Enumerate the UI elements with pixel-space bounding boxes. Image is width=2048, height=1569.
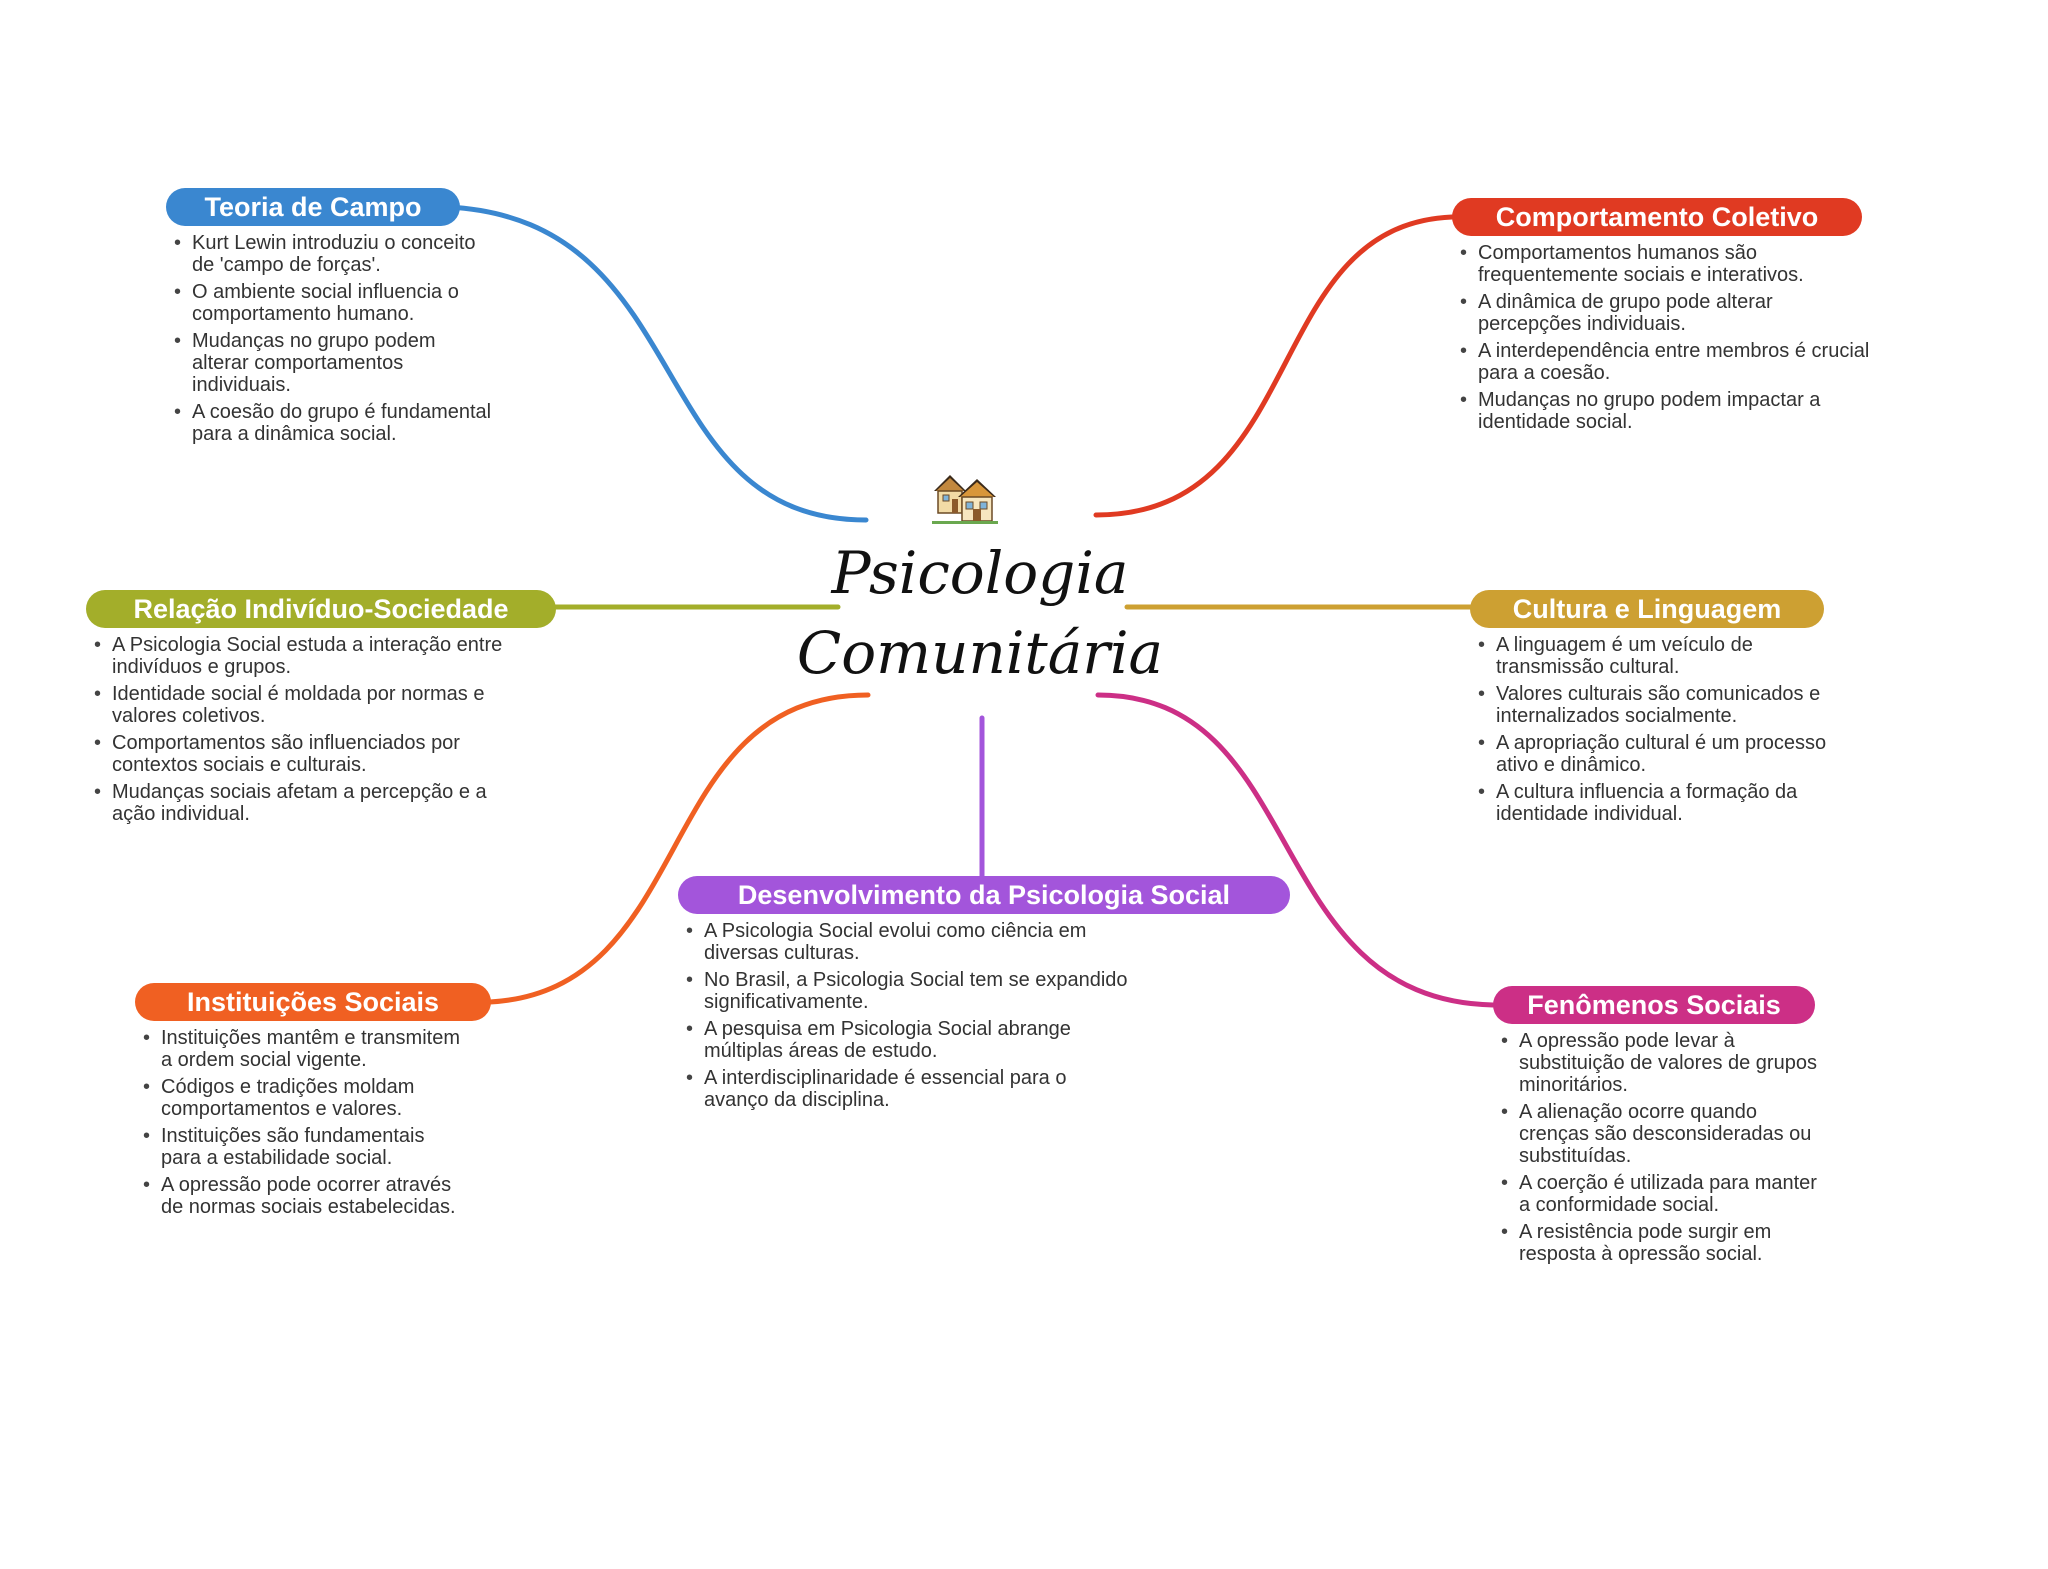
bullet-item: Comportamentos humanos são frequentement…: [1460, 242, 1872, 286]
bullet-item: Códigos e tradições moldam comportamento…: [143, 1076, 463, 1120]
topic-title: Cultura e Linguagem: [1512, 594, 1782, 624]
bullet-item: A pesquisa em Psicologia Social abrange …: [686, 1018, 1136, 1062]
topic-bullets: A opressão pode levar à substituição de …: [1493, 1030, 1821, 1265]
topic-teoria-de-campo: Teoria de Campo Kurt Lewin introduziu o …: [166, 188, 496, 450]
bullet-item: A resistência pode surgir em resposta à …: [1501, 1221, 1821, 1265]
topic-pill[interactable]: Relação Indivíduo-Sociedade: [86, 590, 556, 628]
topic-bullets: A Psicologia Social evolui como ciência …: [678, 920, 1136, 1111]
central-title: Psicologia Comunitária: [780, 533, 1180, 693]
connector-fenomenos-sociais: [1095, 692, 1496, 1008]
bullet-item: A coesão do grupo é fundamental para a d…: [174, 401, 496, 445]
topic-desenvolvimento-psicologia-social: Desenvolvimento da Psicologia Social A P…: [678, 876, 1298, 1116]
bullet-item: A dinâmica de grupo pode alterar percepç…: [1460, 291, 1872, 335]
topic-title: Relação Indivíduo-Sociedade: [133, 594, 509, 624]
topic-bullets: A linguagem é um veículo de transmissão …: [1470, 634, 1830, 825]
bullet-item: A interdisciplinaridade é essencial para…: [686, 1067, 1136, 1111]
houses-icon: [932, 475, 998, 524]
bullet-item: A opressão pode ocorrer através de norma…: [143, 1174, 463, 1218]
topic-instituicoes-sociais: Instituições Sociais Instituições mantêm…: [135, 983, 491, 1223]
bullet-item: Comportamentos são influenciados por con…: [94, 732, 526, 776]
bullet-item: No Brasil, a Psicologia Social tem se ex…: [686, 969, 1136, 1013]
connector-instituicoes-sociais: [487, 692, 871, 1005]
topic-pill[interactable]: Desenvolvimento da Psicologia Social: [678, 876, 1290, 914]
topic-cultura-e-linguagem: Cultura e Linguagem A linguagem é um veí…: [1470, 590, 1830, 830]
topic-bullets: Comportamentos humanos são frequentement…: [1452, 242, 1872, 433]
topic-title: Fenômenos Sociais: [1527, 990, 1781, 1020]
topic-title: Comportamento Coletivo: [1495, 202, 1819, 232]
bullet-item: A Psicologia Social evolui como ciência …: [686, 920, 1136, 964]
central-topic: Psicologia Comunitária: [780, 465, 1180, 695]
bullet-item: A Psicologia Social estuda a interação e…: [94, 634, 526, 678]
bullet-item: A interdependência entre membros é cruci…: [1460, 340, 1872, 384]
topic-title: Instituições Sociais: [186, 987, 440, 1017]
topic-fenomenos-sociais: Fenômenos Sociais A opressão pode levar …: [1493, 986, 1823, 1270]
topic-bullets: Instituições mantêm e transmitem a ordem…: [135, 1027, 463, 1218]
connector-comportamento-coletivo: [1093, 214, 1455, 518]
topic-bullets: Kurt Lewin introduziu o conceito de 'cam…: [166, 232, 496, 445]
bullet-item: Instituições são fundamentais para a est…: [143, 1125, 463, 1169]
topic-comportamento-coletivo: Comportamento Coletivo Comportamentos hu…: [1452, 198, 1872, 438]
bullet-item: A apropriação cultural é um processo ati…: [1478, 732, 1830, 776]
bullet-item: A cultura influencia a formação da ident…: [1478, 781, 1830, 825]
bullet-item: O ambiente social influencia o comportam…: [174, 281, 496, 325]
connector-teoria-de-campo: [445, 204, 869, 523]
topic-pill[interactable]: Cultura e Linguagem: [1470, 590, 1824, 628]
bullet-item: Instituições mantêm e transmitem a ordem…: [143, 1027, 463, 1071]
topic-pill[interactable]: Teoria de Campo: [166, 188, 460, 226]
topic-bullets: A Psicologia Social estuda a interação e…: [86, 634, 526, 825]
central-title-line-2: Comunitária: [796, 619, 1164, 687]
bullet-item: A coerção é utilizada para manter a conf…: [1501, 1172, 1821, 1216]
bullet-item: Identidade social é moldada por normas e…: [94, 683, 526, 727]
topic-relacao-individuo-sociedade: Relação Indivíduo-Sociedade A Psicologia…: [86, 590, 556, 830]
bullet-item: Valores culturais são comunicados e inte…: [1478, 683, 1830, 727]
topic-title: Desenvolvimento da Psicologia Social: [737, 880, 1231, 910]
topic-pill[interactable]: Instituições Sociais: [135, 983, 491, 1021]
topic-pill[interactable]: Fenômenos Sociais: [1493, 986, 1815, 1024]
bullet-item: Mudanças sociais afetam a percepção e a …: [94, 781, 526, 825]
bullet-item: Kurt Lewin introduziu o conceito de 'cam…: [174, 232, 496, 276]
bullet-item: Mudanças no grupo podem impactar a ident…: [1460, 389, 1872, 433]
bullet-item: A linguagem é um veículo de transmissão …: [1478, 634, 1830, 678]
central-title-line-1: Psicologia: [831, 539, 1129, 607]
topic-title: Teoria de Campo: [204, 192, 422, 222]
bullet-item: Mudanças no grupo podem alterar comporta…: [174, 330, 496, 396]
topic-pill[interactable]: Comportamento Coletivo: [1452, 198, 1862, 236]
bullet-item: A opressão pode levar à substituição de …: [1501, 1030, 1821, 1096]
bullet-item: A alienação ocorre quando crenças são de…: [1501, 1101, 1821, 1167]
